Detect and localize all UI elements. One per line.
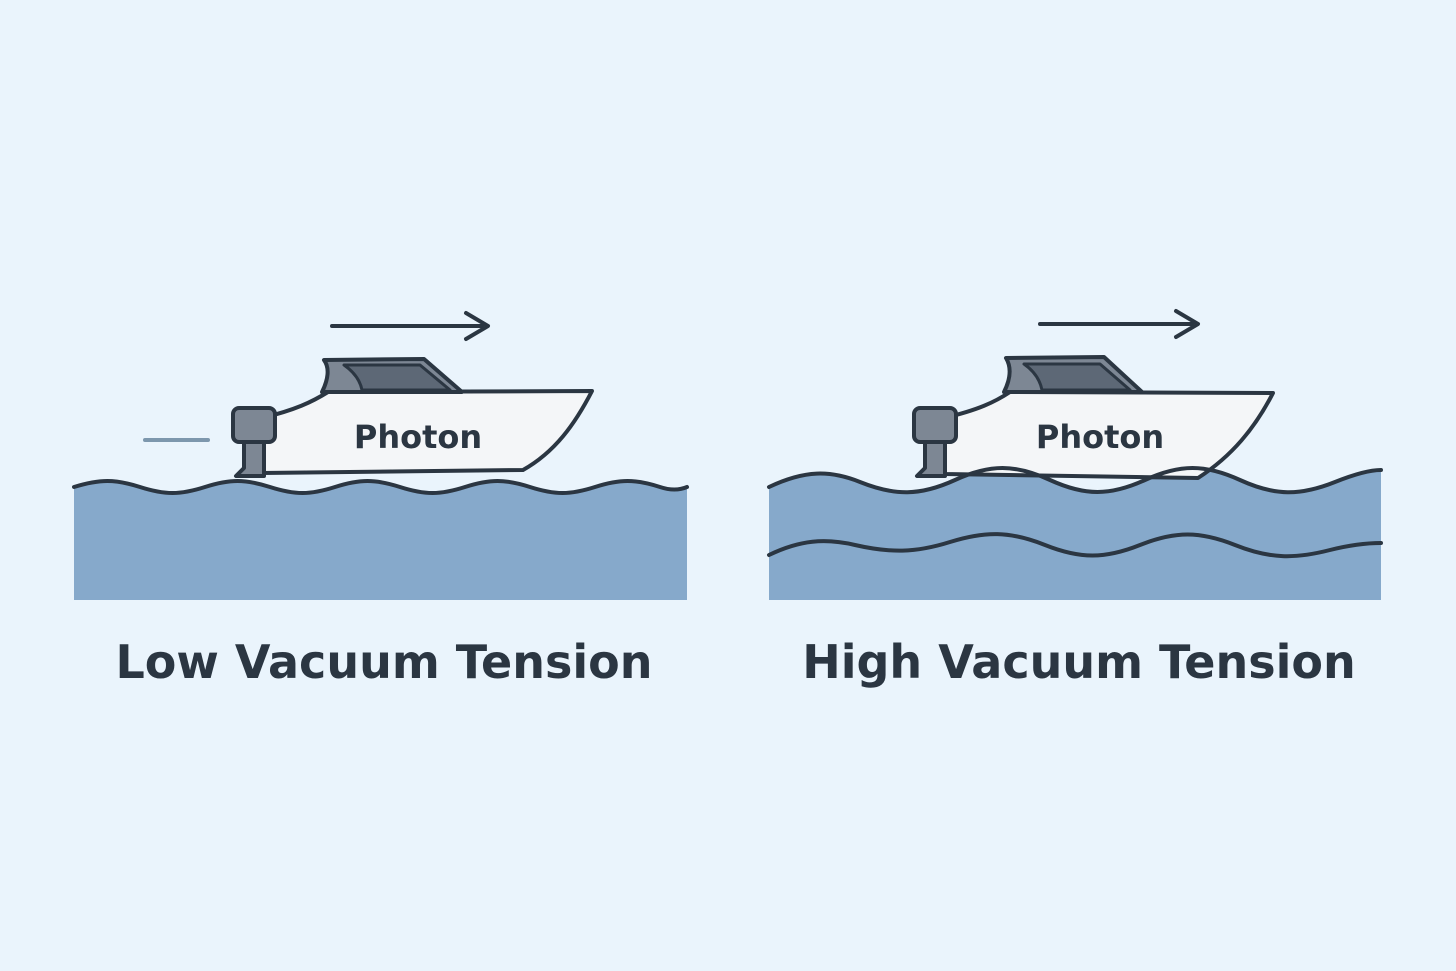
wave-line-deep bbox=[767, 532, 1383, 559]
panel-low-vacuum-tension: Photon Low Vacuum Tension bbox=[72, 311, 689, 689]
wave-line-surface bbox=[767, 466, 1383, 495]
wave-line bbox=[72, 479, 689, 495]
boat-name-label: Photon bbox=[1036, 418, 1164, 456]
water-body bbox=[74, 481, 687, 600]
arrow-right-icon bbox=[330, 311, 490, 341]
caption-low: Low Vacuum Tension bbox=[115, 635, 653, 689]
boat-hull bbox=[260, 389, 594, 475]
boat-window bbox=[342, 363, 452, 392]
water-body bbox=[769, 468, 1381, 600]
caption-high: High Vacuum Tension bbox=[802, 635, 1356, 689]
scene-low: Photon bbox=[72, 311, 689, 600]
outboard-motor bbox=[231, 406, 277, 444]
boat-name-label: Photon bbox=[354, 418, 482, 456]
motor-leg bbox=[915, 440, 947, 478]
outboard-motor bbox=[912, 406, 958, 444]
motor-leg bbox=[234, 440, 266, 478]
arrow-right-icon bbox=[1038, 309, 1200, 339]
panel-high-vacuum-tension: Photon High Vacuum Tension bbox=[728, 0, 1456, 971]
boat: Photon bbox=[231, 357, 594, 478]
scene-high: Photon bbox=[767, 309, 1383, 600]
boat-window bbox=[1022, 362, 1132, 392]
boat: Photon bbox=[912, 355, 1275, 480]
